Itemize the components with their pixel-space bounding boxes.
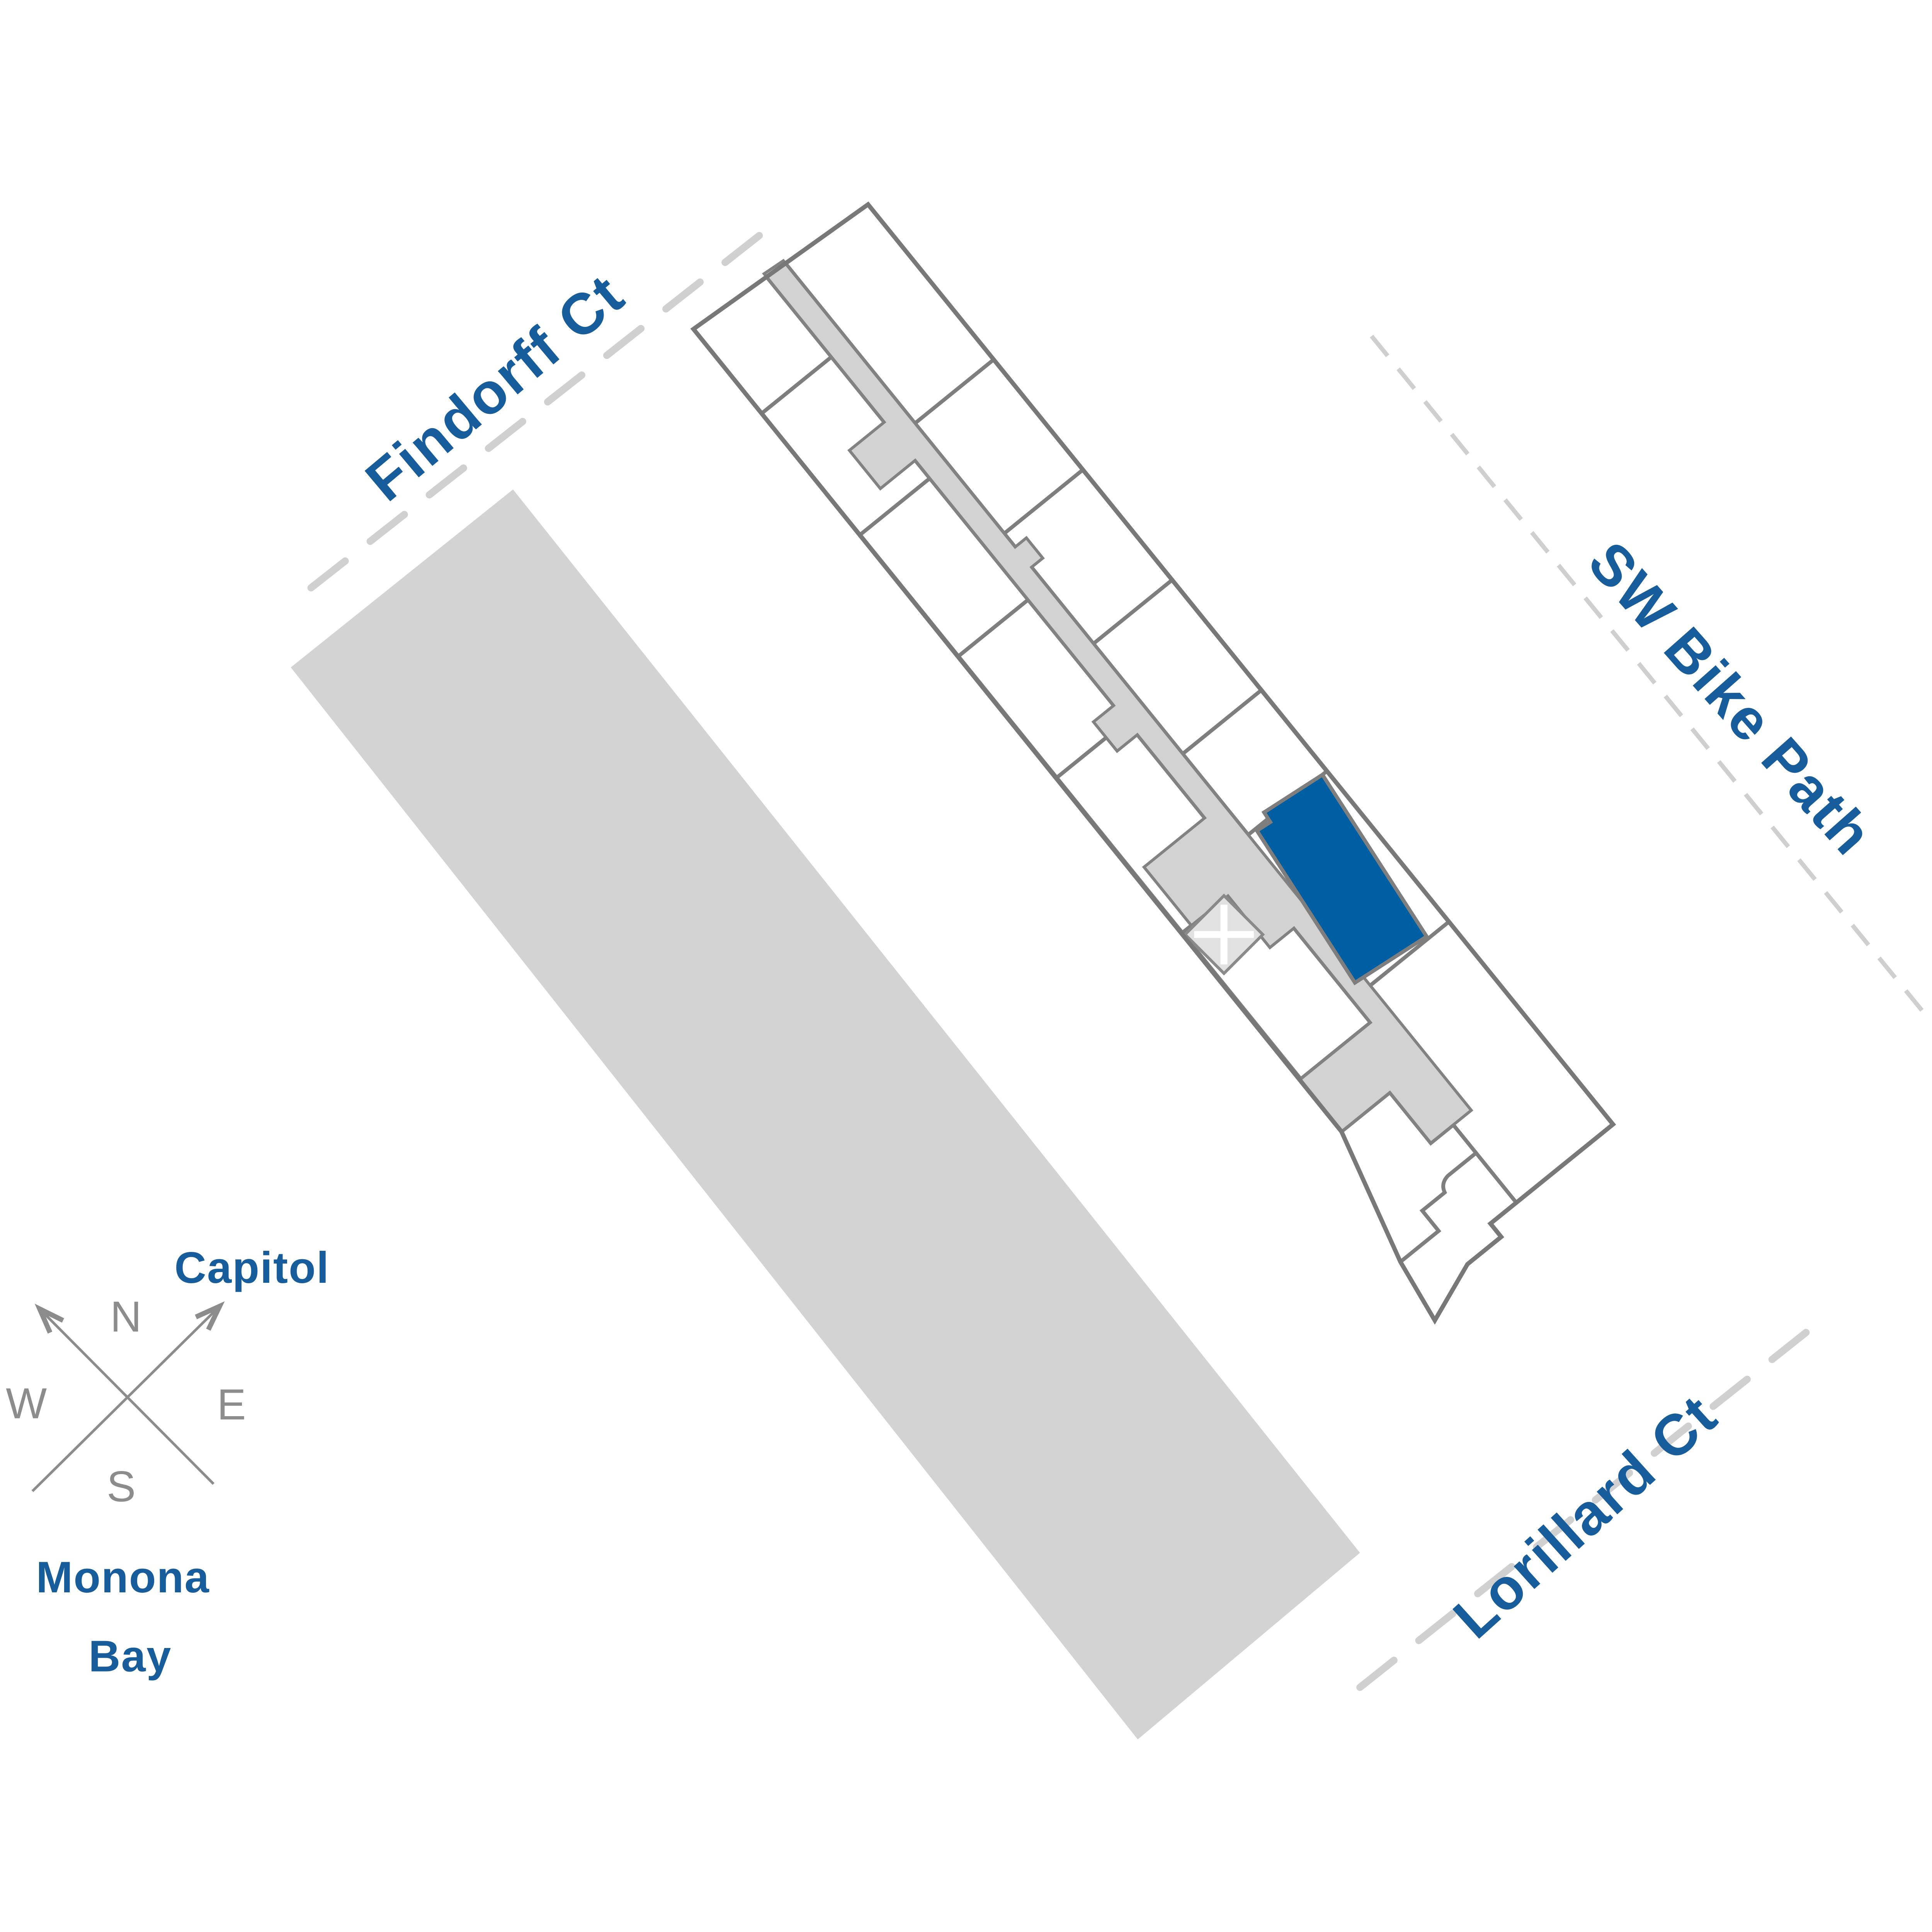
stair-core-x-icon bbox=[1194, 905, 1254, 964]
building-floorplan bbox=[690, 201, 1616, 1325]
stair-core-box bbox=[1183, 893, 1265, 976]
compass-rose: N W E S bbox=[6, 1292, 246, 1511]
corridor bbox=[762, 259, 1473, 1145]
lorillard-ct-street-dashes bbox=[1356, 1318, 1824, 1691]
monona-bay-label-line2: Bay bbox=[88, 1632, 172, 1681]
compass-axis-ne bbox=[31, 1305, 221, 1492]
sw-bike-path-dashes bbox=[1370, 335, 1926, 1015]
compass-arrowhead-nw-icon bbox=[34, 1303, 65, 1334]
compass-north-label: N bbox=[110, 1292, 141, 1341]
compass-east-label: E bbox=[217, 1380, 246, 1429]
compass-west-label: W bbox=[6, 1379, 47, 1427]
selected-unit[interactable] bbox=[1251, 772, 1429, 985]
capitol-label: Capitol bbox=[175, 1243, 330, 1293]
compass-arrowhead-ne-icon bbox=[195, 1301, 225, 1331]
street-label-lorillard: Lorillard Ct bbox=[1441, 1382, 1730, 1650]
street-label-findorff: Findorff Ct bbox=[354, 261, 636, 513]
compass-south-label: S bbox=[107, 1462, 136, 1510]
findorff-ct-street-dashes bbox=[307, 212, 788, 592]
compass-axis-nw bbox=[39, 1308, 215, 1485]
rail-corridor-area bbox=[291, 489, 1360, 1740]
street-label-sw-bike-path: SW Bike Path bbox=[1576, 529, 1886, 867]
building-outline bbox=[690, 201, 1616, 1325]
monona-bay-label-line1: Monona bbox=[36, 1553, 210, 1602]
